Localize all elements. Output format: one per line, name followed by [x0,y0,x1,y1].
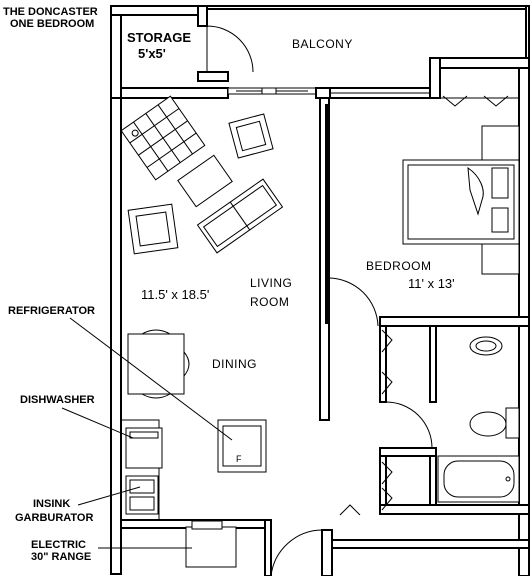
refrigerator-callout: REFRIGERATOR [8,305,95,317]
kitchen-appliances [120,419,267,568]
dining-table [127,329,190,399]
range-callout-line1: ELECTRIC [31,539,86,551]
dining-label: DINING [212,357,257,371]
storage-door [206,25,254,73]
storage-size: 5'x5' [138,46,166,61]
fridge-mark: F [236,454,242,464]
bath-fixtures [437,336,520,503]
garburator-callout-line2: GARBURATOR [15,512,93,524]
bed [402,125,520,275]
storage-label: STORAGE [127,30,191,45]
range-callout-line2: 30" RANGE [31,551,91,563]
bedroom-label: BEDROOM [366,259,432,273]
living-label: LIVING [250,276,292,290]
title-line1: THE DONCASTER [3,6,98,18]
title-line2: ONE BEDROOM [10,18,94,30]
living-furniture [120,95,284,255]
garburator-callout-line1: INSINK [33,498,70,510]
bedroom-size: 11' x 13' [408,276,455,291]
living-size: 11.5' x 18.5' [141,287,209,302]
balcony-label: BALCONY [292,37,353,51]
callout-leaders [61,317,233,549]
closet-bifold-doors [339,95,519,516]
living-label-room: ROOM [250,295,289,309]
dishwasher-callout: DISHWASHER [20,394,95,406]
